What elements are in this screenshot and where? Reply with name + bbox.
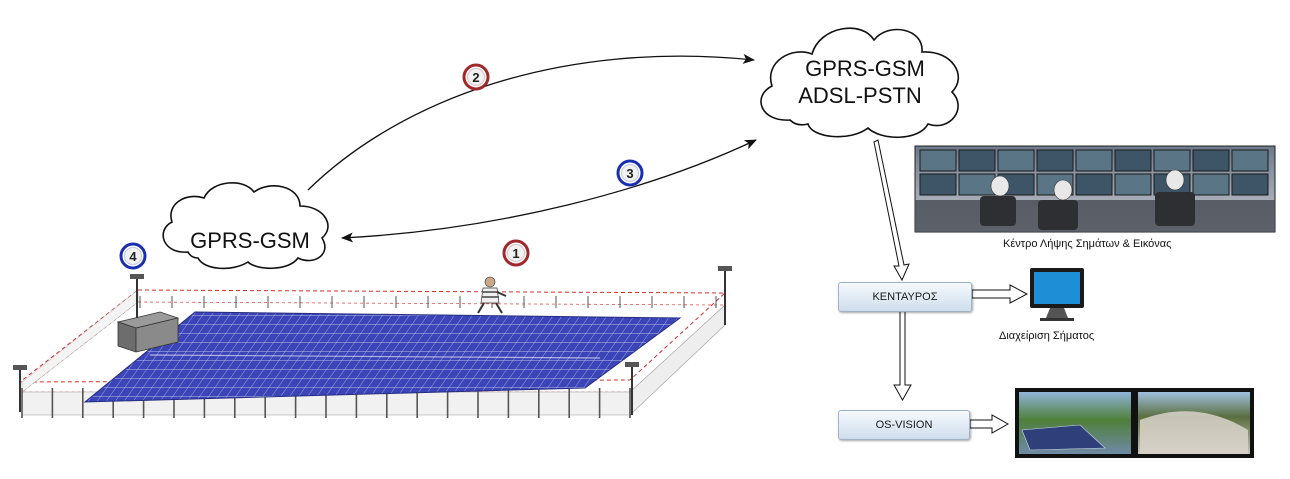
arrow-network-site-bidirectional <box>341 139 757 243</box>
control-center-photo <box>914 145 1276 233</box>
video-wall-monitor <box>958 173 996 196</box>
camera-screens-photo <box>1015 388 1254 458</box>
svg-text:4: 4 <box>129 249 137 264</box>
cloud-network: GPRS-GSM ADSL-PSTN <box>760 27 960 138</box>
step-badge-4: 4 <box>119 242 147 270</box>
flow-arrows <box>873 139 1029 434</box>
osvision-box: OS-VISION <box>838 410 970 440</box>
cloud-network-line2: ADSL-PSTN <box>798 83 921 108</box>
computer-monitor-icon <box>1030 268 1084 321</box>
video-wall-monitor <box>1075 173 1113 196</box>
video-wall-monitor <box>1192 149 1230 172</box>
arrow-site-to-network <box>307 53 755 191</box>
osvision-label: OS-VISION <box>875 419 933 431</box>
cloud-site-label: GPRS-GSM <box>190 228 310 253</box>
video-wall-monitor <box>1075 149 1113 172</box>
kentavros-label: ΚΕΝΤΑΥΡΟΣ <box>872 291 938 303</box>
video-wall-monitor <box>1192 173 1230 196</box>
signal-management-caption: Διαχείριση Σήματος <box>999 330 1095 342</box>
solar-farm-illustration <box>13 266 732 418</box>
cloud-shape <box>760 27 960 138</box>
cloud-shape <box>162 182 329 270</box>
svg-text:2: 2 <box>472 70 479 85</box>
svg-text:1: 1 <box>512 246 519 261</box>
svg-text:3: 3 <box>626 166 633 181</box>
video-wall-monitor <box>1231 149 1269 172</box>
video-wall-monitor <box>919 173 957 196</box>
video-wall-monitor <box>1114 149 1152 172</box>
step-badge-3: 3 <box>616 159 644 187</box>
video-wall-monitor <box>958 149 996 172</box>
video-wall-monitor <box>1231 173 1269 196</box>
video-wall-monitor <box>1036 149 1074 172</box>
video-wall-monitor <box>1153 149 1191 172</box>
cloud-network-line1: GPRS-GSM <box>805 56 925 81</box>
cloud-site: GPRS-GSM <box>162 182 329 270</box>
video-wall-monitor <box>919 149 957 172</box>
kentavros-box: ΚΕΝΤΑΥΡΟΣ <box>838 282 972 312</box>
equipment-cabinet <box>116 311 180 353</box>
step-badge-1: 1 <box>502 239 530 267</box>
control-center-caption: Κέντρο Λήψης Σημάτων & Εικόνας <box>1003 238 1172 250</box>
intruder-figure <box>477 276 507 314</box>
video-wall-monitor <box>1114 173 1152 196</box>
step-badge-2: 2 <box>462 63 490 91</box>
fence-perimeter <box>18 289 727 383</box>
video-wall-monitor <box>997 149 1035 172</box>
